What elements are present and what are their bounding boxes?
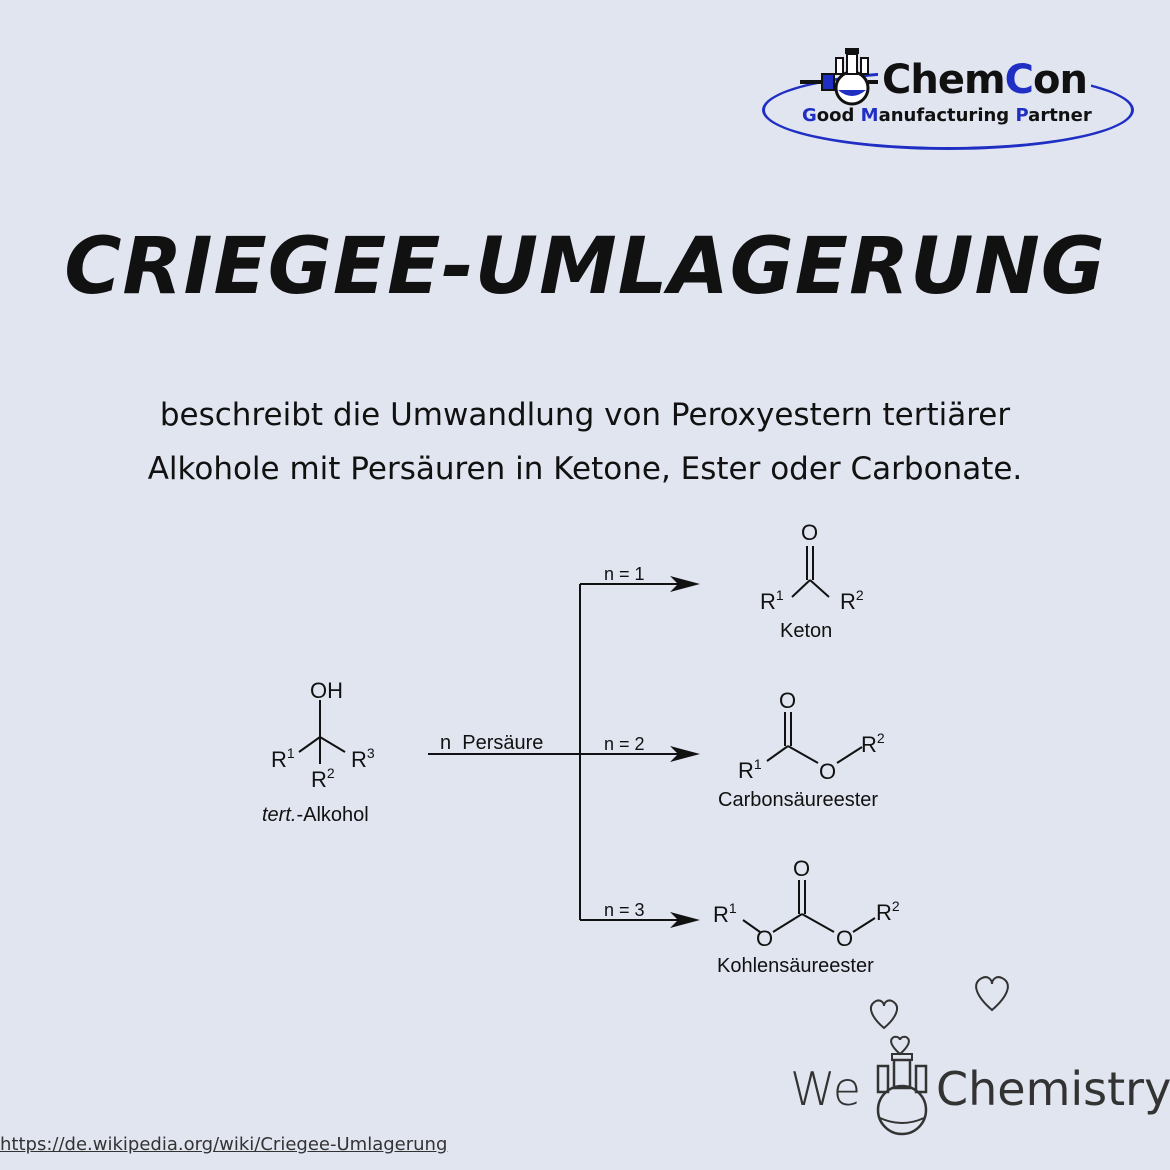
arrowhead-1 bbox=[670, 576, 700, 592]
condition-2: n = 2 bbox=[604, 734, 645, 754]
carb-o-left: O bbox=[756, 926, 773, 951]
carb-o-top: O bbox=[793, 856, 810, 881]
condition-1: n = 1 bbox=[604, 564, 645, 584]
carb-r1: R1 bbox=[713, 900, 737, 927]
reactant-r2: R2 bbox=[311, 765, 335, 792]
reactant-oh: OH bbox=[310, 678, 343, 703]
reactant-label: tert.-Alkohol bbox=[262, 804, 369, 826]
keton-r1: R1 bbox=[760, 587, 784, 614]
brand-chemistry: Chemistry bbox=[936, 1062, 1170, 1116]
bond-c-r3 bbox=[319, 736, 346, 753]
reactant-r1: R1 bbox=[271, 745, 295, 772]
reaction-scheme: OH R1 R3 R2 tert.-Alkohol n Persäure n =… bbox=[262, 520, 900, 977]
bond-c-r1 bbox=[298, 736, 321, 753]
logo-name-mid: C bbox=[1004, 57, 1034, 103]
keton-bond-2 bbox=[809, 579, 830, 598]
keton-r2: R2 bbox=[840, 587, 864, 614]
flask-icon bbox=[800, 48, 880, 106]
arrowhead-3 bbox=[670, 912, 700, 928]
tag-g: G bbox=[802, 105, 817, 126]
carb-label: Kohlensäureester bbox=[717, 955, 874, 977]
chemcon-logo: ChemCon Good Manufacturing Partner bbox=[760, 40, 1140, 155]
carb-o-right: O bbox=[836, 926, 853, 951]
page-title: CRIEGEE-UMLAGERUNG bbox=[64, 222, 1106, 312]
logo-name-prefix: Chem bbox=[882, 57, 1006, 103]
tag-p: P bbox=[1015, 105, 1029, 126]
logo-tagline: Good Manufacturing Partner bbox=[802, 105, 1092, 126]
carb-bond-3 bbox=[801, 913, 835, 933]
description-line-2: Alkohole mit Persäuren in Ketone, Ester … bbox=[147, 451, 1023, 487]
reactant-r3: R3 bbox=[351, 745, 375, 772]
carb-bond-1 bbox=[742, 919, 761, 933]
carb-r2: R2 bbox=[876, 898, 900, 925]
description: beschreibt die Umwandlung von Peroxyeste… bbox=[40, 388, 1130, 496]
we-love-chemistry: We Chemistry bbox=[788, 970, 1170, 1170]
ester-o-mid: O bbox=[819, 759, 836, 784]
ester-label: Carbonsäureester bbox=[718, 789, 878, 811]
ester-bond-2 bbox=[787, 745, 819, 764]
logo-name: ChemCon bbox=[878, 54, 1091, 106]
tag-anufacturing: anufacturing bbox=[878, 105, 1016, 126]
logo-name-suffix: on bbox=[1033, 57, 1088, 103]
keton-o: O bbox=[801, 520, 818, 545]
condition-3: n = 3 bbox=[604, 900, 645, 920]
ester-bond-3 bbox=[836, 746, 863, 764]
flask-heart-icon bbox=[876, 1053, 928, 1136]
tag-ood: ood bbox=[816, 105, 861, 126]
ester-bond-1 bbox=[766, 745, 789, 762]
carb-bond-2 bbox=[772, 913, 803, 933]
brand-we: We bbox=[790, 1062, 862, 1116]
ester-r1: R1 bbox=[738, 756, 762, 783]
reagent-label: n Persäure bbox=[440, 732, 543, 754]
keton-bond-1 bbox=[791, 579, 811, 598]
hearts-icon bbox=[869, 976, 1009, 1056]
tag-artner: artner bbox=[1028, 105, 1092, 126]
source-link[interactable]: https://de.wikipedia.org/wiki/Criegee-Um… bbox=[0, 1134, 448, 1155]
description-line-1: beschreibt die Umwandlung von Peroxyeste… bbox=[159, 397, 1011, 433]
keton-label: Keton bbox=[780, 620, 832, 642]
arrowhead-2 bbox=[670, 746, 700, 762]
ester-r2: R2 bbox=[861, 730, 885, 757]
tag-m: M bbox=[860, 105, 879, 126]
ester-o-top: O bbox=[779, 688, 796, 713]
carb-bond-4 bbox=[852, 917, 876, 933]
